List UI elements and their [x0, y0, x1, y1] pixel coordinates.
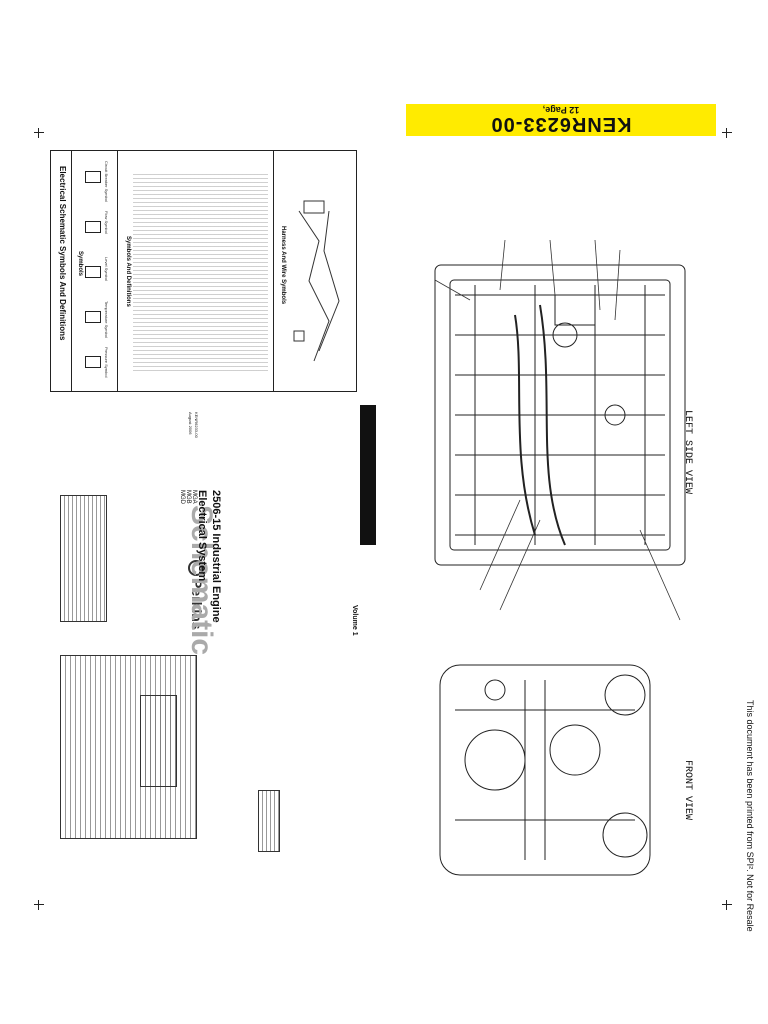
cover-doc-number: KENR6233-00: [194, 412, 199, 438]
harness-wire-diagram: [293, 200, 340, 362]
engine-left-side-view: [434, 264, 686, 566]
callout-leader-lines: [434, 239, 681, 621]
crop-mark-top-right: [722, 128, 732, 138]
definitions-header-bar: Electrical Schematic Symbols And Definit…: [51, 151, 72, 391]
harness-title: Harness And Wire Symbols: [280, 226, 286, 305]
flow-symbol-label: Flow Symbol: [104, 211, 109, 234]
left-side-view-label: LEFT SIDE VIEW: [682, 410, 693, 495]
symbols-definitions-title: Symbols And Definitions: [125, 236, 131, 307]
circuit-breaker-symbol-icon: [85, 171, 101, 183]
engine-front-view: [439, 664, 651, 876]
definitions-panel: Electrical Schematic Symbols And Definit…: [50, 150, 357, 392]
cover-volume: Volume 1: [351, 605, 358, 636]
volume-bar: [360, 405, 376, 545]
harness-divider: [273, 151, 274, 391]
crop-mark-bottom-left: [34, 900, 44, 910]
document-code-banner: KENR6233-00 12 Page,: [406, 104, 716, 136]
model-mga: MGA: [191, 490, 197, 504]
model-mgb: MGB: [185, 490, 191, 504]
cover-subtitle-line1: 2506-15 Industrial Engine: [210, 490, 222, 623]
page-count: 12 Page,: [542, 105, 580, 115]
temperature-symbol-icon: [85, 311, 101, 323]
crop-mark-top-left: [34, 128, 44, 138]
level-symbol-label: Level Symbol: [104, 257, 109, 282]
fuse-location-table: [140, 695, 177, 787]
temperature-symbol-label: Temperature Symbol: [104, 301, 109, 338]
harness-part-table: [258, 790, 280, 852]
level-symbol-icon: [85, 266, 101, 278]
connector-location-table: [60, 495, 107, 622]
symbols-divider: [117, 151, 118, 391]
cover-subtitle-line2: Electrical System: [196, 490, 208, 582]
definitions-text-block: [133, 171, 268, 371]
pressure-symbol-icon: [85, 356, 101, 368]
footer-notice: This document has been printed from SPI²…: [745, 700, 755, 932]
pressure-symbol-label: Pressure Symbol: [104, 347, 109, 378]
flow-symbol-icon: [85, 221, 101, 233]
symbols-title: Symbols: [77, 251, 83, 277]
circuit-breaker-symbol-label: Circuit Breaker Symbol: [104, 161, 109, 202]
cover-date: August 2006: [188, 412, 193, 435]
front-view-label: FRONT VIEW: [682, 760, 693, 821]
document-code: KENR6233-00: [490, 113, 632, 135]
crop-mark-bottom-right: [722, 900, 732, 910]
model-mgd: MGD: [179, 490, 185, 504]
